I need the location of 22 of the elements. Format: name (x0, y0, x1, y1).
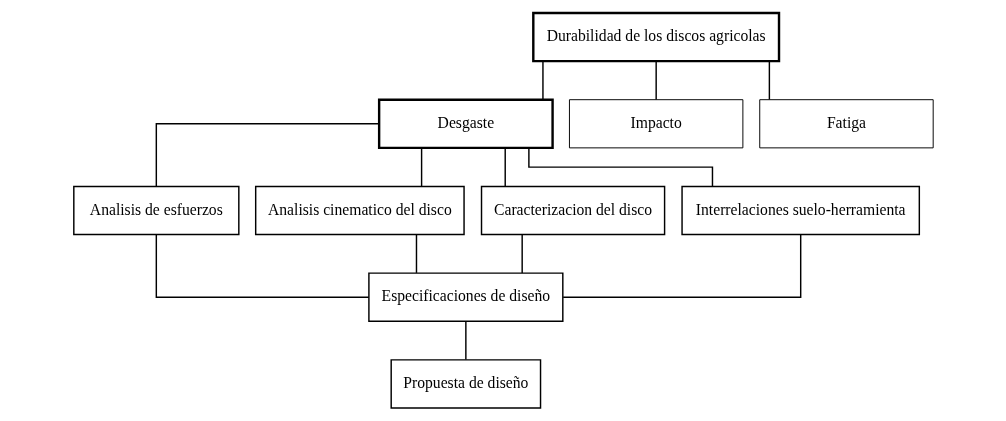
connector (768, 60, 770, 101)
connector (420, 147, 422, 187)
node-box: Durabilidad de los discos agricolas (531, 11, 780, 63)
node-box: Especificaciones de diseño (367, 272, 564, 323)
node-box: Analisis de esfuerzos (72, 185, 240, 236)
connector (654, 60, 657, 101)
connector (527, 147, 713, 187)
connector (155, 123, 380, 188)
node-box: Propuesta de diseño (389, 359, 541, 409)
connector (415, 233, 417, 274)
node-box: Impacto (568, 99, 743, 149)
connector (520, 233, 523, 274)
connector (464, 320, 467, 361)
node-box: Desgaste (377, 98, 554, 150)
connector (155, 233, 369, 298)
node-box: Analisis cinematico del disco (254, 185, 465, 236)
node-box: Interrelaciones suelo-herramienta (680, 185, 920, 236)
node-box: Caracterizacion del disco (480, 185, 665, 236)
connector (561, 233, 801, 298)
connector (541, 60, 544, 101)
connector (504, 147, 506, 187)
node-box: Fatiga (758, 99, 934, 149)
